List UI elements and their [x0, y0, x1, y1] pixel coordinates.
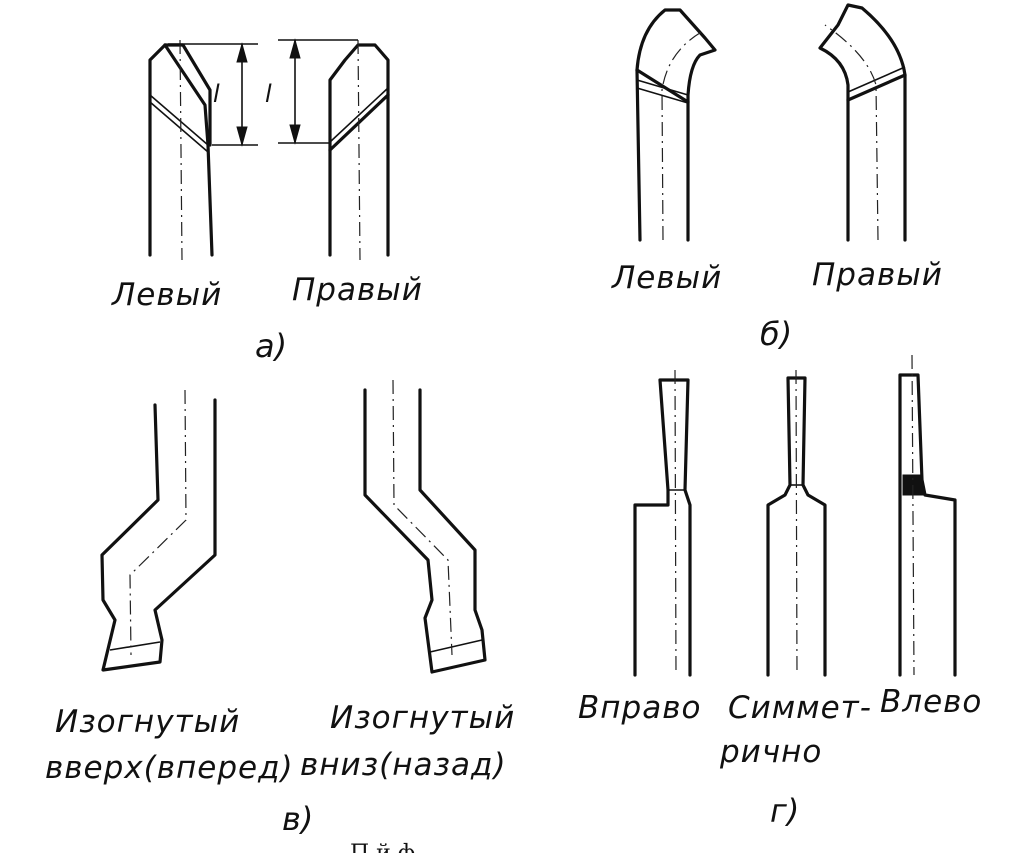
- bent-tool-left: [635, 8, 717, 242]
- label-right-v-line1: Изогнутый: [330, 700, 515, 736]
- panel-b: Левый Правый б): [611, 3, 943, 353]
- straight-tool-right: [328, 39, 390, 261]
- label-left-v-line2: вверх(вперед): [45, 750, 294, 786]
- sublabel-v: в): [282, 800, 313, 838]
- sublabel-g: г): [770, 792, 799, 830]
- label-right-a: Правый: [292, 272, 423, 308]
- bent-tool-right: [818, 3, 907, 242]
- label-left-a: Левый: [111, 277, 222, 313]
- dimension-label-left: l: [213, 80, 220, 108]
- panel-a: l l Левый Правый а): [111, 38, 423, 365]
- label-right-dir: Вправо: [578, 690, 701, 726]
- figure-caption-partial: П й ф: [350, 841, 415, 853]
- sublabel-b: б): [760, 315, 792, 353]
- label-symmetric-line1: Симмет-: [728, 690, 872, 726]
- cranked-tool-down: [363, 379, 487, 674]
- cutoff-tool-symmetric: [766, 369, 827, 677]
- label-left-v-line1: Изогнутый: [55, 704, 240, 740]
- cutoff-tool-left: [898, 354, 957, 677]
- label-left-dir: Влево: [880, 684, 982, 720]
- panel-v: Изогнутый вверх(вперед) Изогнутый вниз(н…: [45, 379, 515, 838]
- label-right-v-line2: вниз(назад): [300, 747, 507, 783]
- label-right-b: Правый: [812, 257, 943, 293]
- label-left-b: Левый: [611, 260, 722, 296]
- sublabel-a: а): [255, 327, 287, 365]
- cranked-tool-up: [100, 389, 217, 672]
- dimension-lines-a: l l: [168, 38, 358, 147]
- dimension-label-right: l: [265, 80, 272, 108]
- panel-g: Вправо Симмет- рично Влево г): [578, 354, 982, 830]
- label-symmetric-line2: рично: [719, 734, 822, 770]
- straight-tool-left: [148, 39, 214, 261]
- cutoff-tool-right: [633, 369, 692, 677]
